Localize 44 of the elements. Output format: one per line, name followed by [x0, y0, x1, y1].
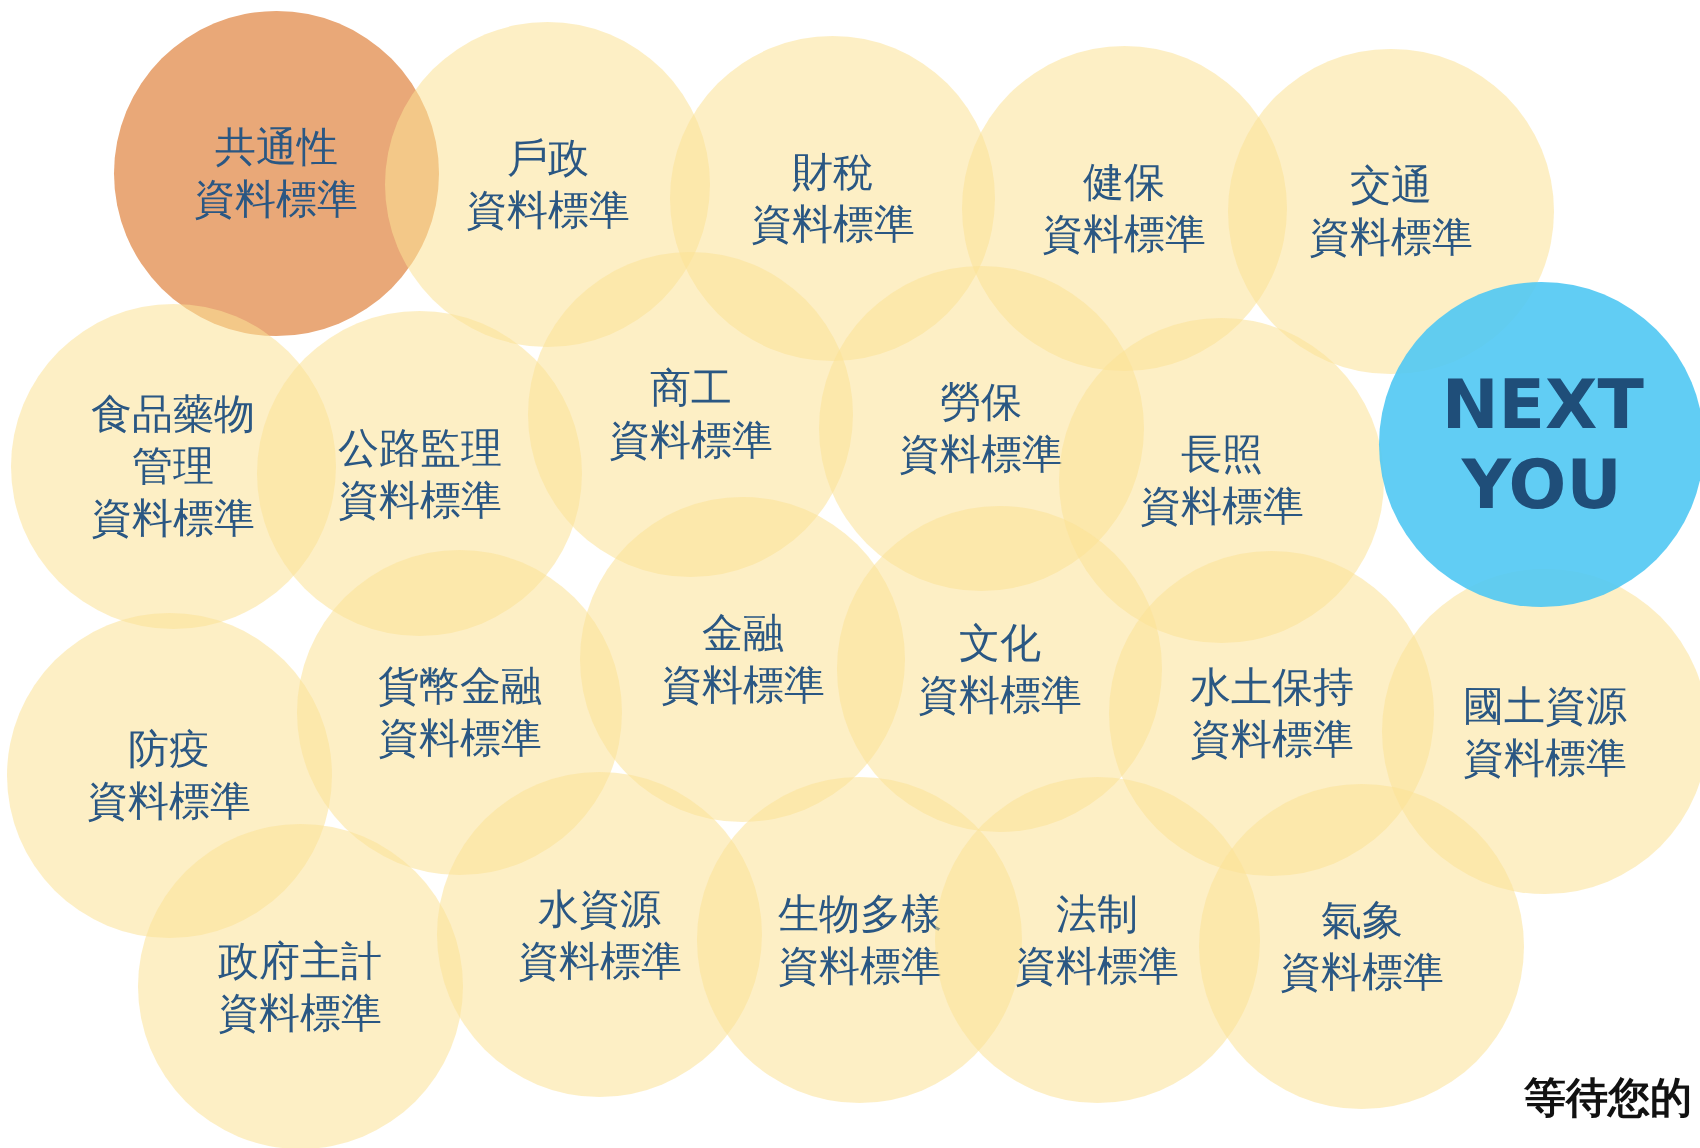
category-name: 交通 [1350, 160, 1432, 212]
category-name: 健保 [1083, 157, 1166, 209]
category-name: 政府主計 [218, 935, 383, 987]
category-name: 生物多樣 [777, 889, 942, 940]
category-subtitle: 資料標準 [337, 474, 502, 526]
category-name: 金融 [701, 608, 784, 660]
category-subtitle: 資料標準 [1042, 209, 1207, 261]
category-subtitle: 資料標準 [194, 174, 359, 226]
category-name: 共通性 [214, 122, 338, 174]
category-subtitle: 資料標準 [917, 669, 1082, 721]
category-subtitle: 資料標準 [1462, 732, 1627, 784]
category-name: 長照 [1180, 429, 1263, 481]
category-subtitle: 資料標準 [465, 185, 630, 237]
category-subtitle: 資料標準 [899, 429, 1064, 481]
category-name: 公路監理 [337, 422, 502, 474]
category-name: 勞保 [940, 377, 1023, 429]
category-subtitle: 資料標準 [517, 935, 682, 987]
category-name: 國土資源 [1462, 680, 1627, 732]
category-subtitle: 資料標準 [87, 776, 252, 828]
category-name: 氣象 [1320, 895, 1403, 947]
category-subtitle: 資料標準 [1309, 212, 1473, 264]
category-subtitle: 資料標準 [218, 987, 383, 1039]
category-name: 文化 [958, 617, 1041, 669]
category-name: 商工 [649, 363, 732, 415]
category-name: 戶政 [506, 133, 589, 185]
category-subtitle: 資料標準 [1139, 481, 1304, 533]
category-subtitle: 資料標準 [660, 660, 825, 712]
category-subtitle: 資料標準 [1015, 941, 1180, 992]
category-name: 水資源 [538, 883, 662, 935]
category-subtitle: 資料標準 [608, 415, 773, 467]
category-name: 法制 [1056, 889, 1139, 940]
category-name: 防疫 [128, 724, 211, 776]
category-name: 貨幣金融 [377, 661, 542, 713]
category-subtitle: 資料標準 [1189, 714, 1354, 766]
category-name: 水土保持 [1189, 662, 1354, 714]
category-subtitle: 資料標準 [1279, 947, 1444, 999]
category-name: NEXT YOU [1441, 364, 1642, 525]
category-subtitle: 資料標準 [91, 493, 256, 545]
category-name: 財稅 [791, 147, 874, 199]
category-name: 食品藥物管理 [90, 389, 257, 493]
category-subtitle: 資料標準 [750, 199, 915, 251]
note-text: 等待您的 [1524, 1072, 1692, 1124]
category-subtitle: 資料標準 [377, 713, 542, 765]
category-subtitle: 資料標準 [777, 941, 942, 992]
